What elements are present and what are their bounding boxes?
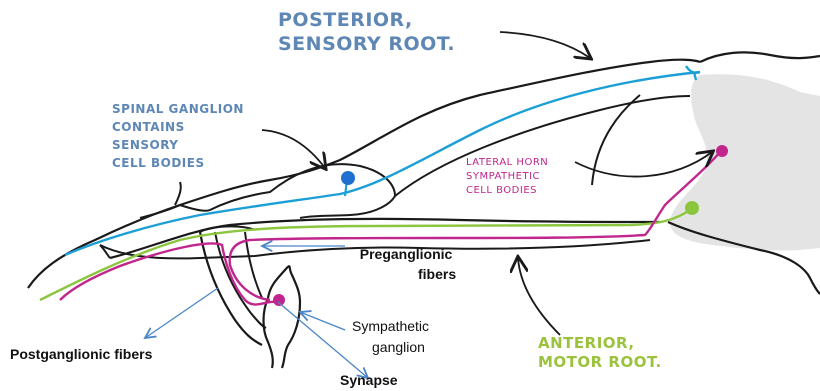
posterior-root-label-line2: SENSORY ROOT.	[278, 32, 455, 56]
posterior-root-arrow	[500, 32, 590, 58]
spinal-ganglion-label-line2: CONTAINS	[112, 118, 244, 136]
preganglionic-label-line2: fibers	[356, 264, 456, 284]
spinal-ganglion-outline	[180, 164, 395, 218]
lateral-horn-label-line3: CELL BODIES	[466, 184, 548, 198]
preganglionic-label-line1: Preganglionic	[356, 244, 456, 264]
lateral-horn-label-line1: LATERAL HORN	[466, 156, 548, 170]
motor-cell-body	[685, 201, 699, 215]
lateral-horn-label-line2: SYMPATHETIC	[466, 170, 548, 184]
spinal-ganglion-label-line3: SENSORY	[112, 136, 244, 154]
sympathetic-ganglion-arrow	[300, 312, 345, 330]
anterior-root-label-line2: MOTOR ROOT.	[538, 353, 662, 372]
ramus-outer	[200, 232, 262, 345]
sympathetic-ganglion-cell	[273, 294, 285, 306]
posterior-root-label: POSTERIOR, SENSORY ROOT.	[278, 8, 455, 56]
anterior-root-label: ANTERIOR, MOTOR ROOT.	[538, 334, 662, 372]
posterior-root-label-line1: POSTERIOR,	[278, 8, 455, 32]
spinal-ganglion-label: SPINAL GANGLION CONTAINS SENSORY CELL BO…	[112, 100, 244, 172]
spinal-ganglion-label-line4: CELL BODIES	[112, 154, 244, 172]
sensory-cell-body	[341, 171, 355, 185]
synapse-label: Synapse	[340, 372, 398, 388]
ganglion-fin	[140, 182, 181, 218]
sympathetic-ganglion-label: Sympathetic ganglion	[352, 316, 429, 358]
sympathetic-ganglion-label-line1: Sympathetic	[352, 316, 429, 337]
ramus-second-outer	[245, 232, 262, 298]
anterior-root-arrow	[518, 258, 560, 335]
preganglionic-label: Preganglionic fibers	[356, 244, 456, 284]
anterior-root-label-line1: ANTERIOR,	[538, 334, 662, 353]
postganglionic-label: Postganglionic fibers	[10, 346, 152, 362]
sympathetic-ganglion-outline	[264, 266, 301, 368]
postganglionic-arrow	[145, 288, 218, 338]
gray-matter	[670, 74, 820, 250]
spinal-ganglion-arrow	[262, 130, 325, 168]
lateral-horn-cell	[716, 145, 728, 157]
lateral-horn-label: LATERAL HORN SYMPATHETIC CELL BODIES	[466, 156, 548, 198]
spinal-ganglion-label-line1: SPINAL GANGLION	[112, 100, 244, 118]
sympathetic-ganglion-label-line2: ganglion	[352, 337, 429, 358]
spinal-cord-outline	[700, 52, 820, 62]
